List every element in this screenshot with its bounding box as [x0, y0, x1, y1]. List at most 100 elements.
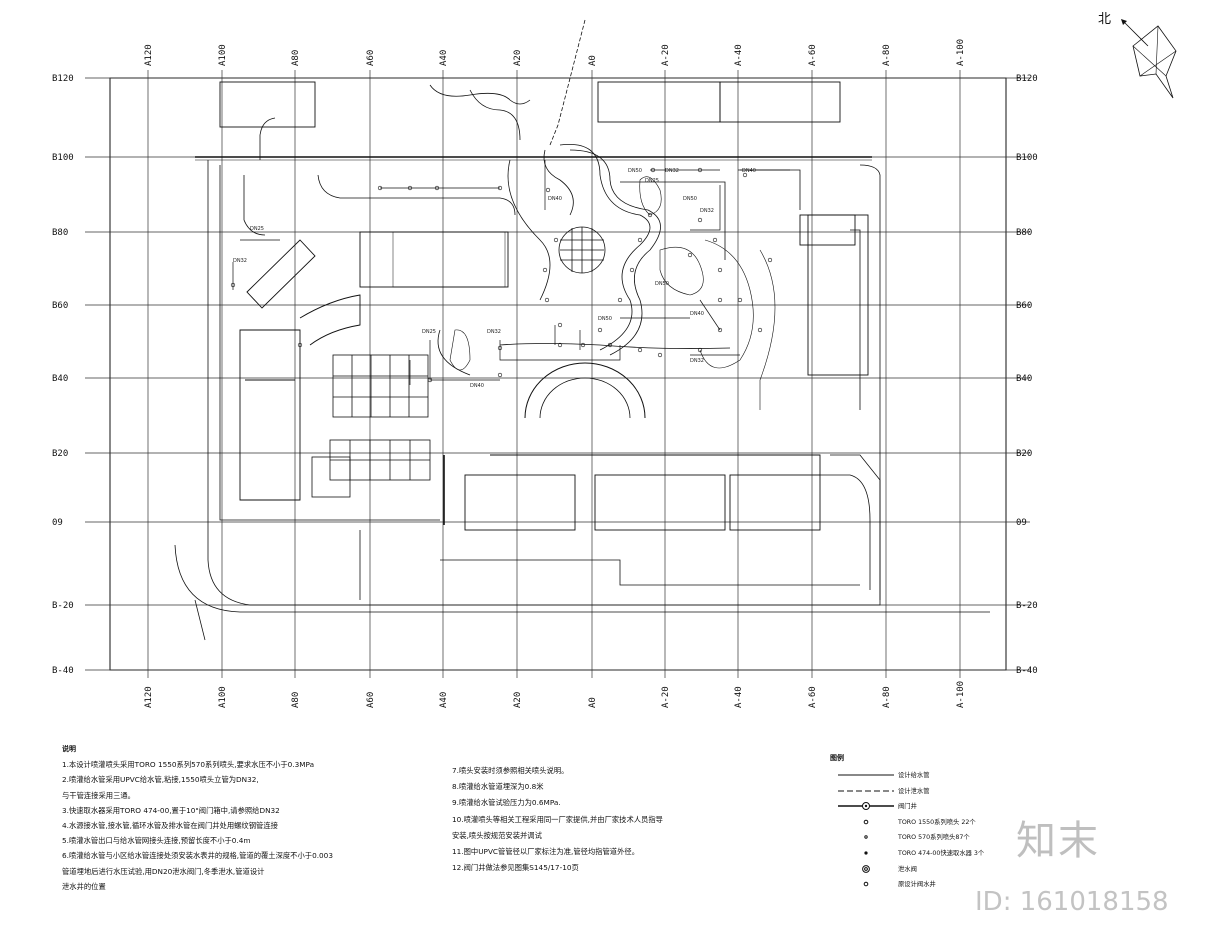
sprinkler-head-mark [717, 267, 723, 273]
axis-label-top: A120 [144, 44, 154, 66]
pipe-size-label: DN32 [690, 358, 704, 364]
legend-row: TORO 570系列喷头87个 [830, 829, 1000, 845]
sprinkler-head-mark [427, 377, 433, 383]
design-notes-col1: 说明 1.本设计喷灌喷头采用TORO 1550系列570系列喷头,要求水压不小于… [62, 742, 442, 894]
sprinkler-head-mark [717, 297, 723, 303]
axis-label-top: A-100 [956, 39, 966, 66]
watermark-id: ID: 161018158 [975, 887, 1169, 917]
note-line: 9.喷灌给水管试验压力为0.6MPa. [452, 798, 561, 808]
sprinkler-head-mark [580, 342, 586, 348]
sprinkler-head-mark [617, 297, 623, 303]
note-line: 10.喷灌喷头等相关工程采用同一厂家提供,并由厂家技术人员指导 [452, 814, 663, 824]
axis-label-top: A60 [366, 50, 376, 66]
note-line: 5.喷灌水管出口与给水管网接头连接,预留长度不小于0.4m [62, 836, 251, 846]
note-line: 6.喷灌给水管与小区给水管连接处须安装水表井的规格,管道的覆土深度不小于0.00… [62, 851, 333, 861]
notes-title: 说明 [62, 745, 76, 753]
axis-label-bottom: A-100 [956, 681, 966, 708]
note-line: 8.喷灌给水管道埋深为0.8米 [452, 782, 544, 792]
pipe-size-label: DN50 [628, 168, 642, 174]
note-line: 1.本设计喷灌喷头采用TORO 1550系列570系列喷头,要求水压不小于0.3… [62, 760, 315, 770]
sprinkler-heads [230, 167, 773, 383]
central-plaza [437, 143, 731, 419]
pipe-size-label: DN32 [665, 168, 679, 174]
sprinkler-head-mark [637, 237, 643, 243]
legend-label: 阀门井 [898, 803, 917, 811]
legend-label: TORO 570系列喷头87个 [898, 834, 970, 842]
axis-label-bottom: A20 [513, 692, 523, 708]
axis-label-bottom: A120 [144, 686, 154, 708]
sprinkler-head-mark [629, 267, 635, 273]
sprinkler-head-mark [377, 185, 383, 191]
axis-label-bottom: A100 [218, 686, 228, 708]
pipe-size-label: DN25 [422, 329, 436, 335]
sprinkler-head-mark [647, 212, 653, 218]
pipe-size-label: DN40 [690, 311, 704, 317]
sprinkler-head-mark [767, 257, 773, 263]
legend-label: TORO 1550系列喷头 22个 [898, 818, 976, 826]
pipe-size-label: DN32 [487, 329, 501, 335]
irrigation-pipes [232, 160, 790, 385]
axis-label-top: A80 [291, 50, 301, 66]
sprinkler-head-mark [742, 172, 748, 178]
legend-row: 泄水阀 [830, 861, 1000, 877]
note-line: 3.快速取水器采用TORO 474-00,置于10"阀门箱中,请参照给DN32 [62, 805, 280, 815]
axis-label-right: B80 [1016, 228, 1032, 238]
axis-label-left: 09 [52, 518, 63, 528]
legend-label: 设计泄水管 [898, 787, 930, 795]
sprinkler-head-mark [542, 267, 548, 273]
axis-label-right: B40 [1016, 374, 1032, 384]
toro-570-head-symbol [864, 835, 868, 840]
axis-label-bottom: A-80 [882, 686, 892, 708]
axis-label-bottom: A60 [366, 692, 376, 708]
axis-label-left: B40 [52, 374, 68, 384]
sprinkler-head-mark [544, 297, 550, 303]
axis-label-left: B80 [52, 228, 68, 238]
sprinkler-head-mark [687, 252, 693, 258]
note-line: 2.喷灌给水管采用UPVC给水管,粘接,1550喷头立管为DN32, [62, 775, 259, 785]
pipe-size-label: DN40 [742, 168, 756, 174]
axis-label-left: B100 [52, 153, 74, 163]
axis-label-bottom: A0 [588, 697, 598, 708]
axis-label-bottom: A40 [439, 692, 449, 708]
toro-1550-head-symbol [863, 819, 869, 825]
axis-label-bottom: A-20 [661, 686, 671, 708]
sprinkler-head-mark [497, 185, 503, 191]
legend-row: 阀门井 [830, 798, 1000, 814]
sprinkler-head-mark [757, 327, 763, 333]
note-line: 7.喷头安装时须参照相关喷头说明。 [452, 766, 569, 775]
sprinkler-head-mark [637, 347, 643, 353]
legend-label: 设计给水管 [898, 772, 930, 779]
legend-row: TORO 474-00快速取水器 3个 [830, 845, 1000, 861]
sprinkler-head-mark [712, 237, 718, 243]
note-line: 与干管连接采用三通。 [62, 790, 135, 800]
sprinkler-head-mark [597, 327, 603, 333]
pipe-size-label: DN40 [548, 196, 562, 202]
sprinkler-head-mark [557, 322, 563, 328]
sprinkler-head-mark [737, 297, 743, 303]
axis-label-top: A0 [588, 55, 598, 66]
axis-label-top: A100 [218, 44, 228, 66]
site-roads [174, 84, 990, 641]
axis-label-left: B60 [52, 301, 68, 311]
legend-row: TORO 1550系列喷头 22个 [830, 814, 1000, 830]
sprinkler-head-mark [497, 345, 503, 351]
pipe-size-label: DN40 [470, 383, 484, 389]
legend-label: 泄水阀 [898, 865, 917, 873]
north-arrow-label: 北 [1098, 12, 1112, 27]
buildings [219, 81, 869, 531]
axis-label-top: A-40 [734, 44, 744, 66]
diagonal-building [246, 239, 361, 346]
main-supply-line [549, 19, 586, 146]
sprinkler-head-mark [697, 217, 703, 223]
axis-label-bottom: A-60 [808, 686, 818, 708]
legend-row: 原设计阀水井 [830, 876, 1000, 892]
sprinkler-head-mark [407, 185, 413, 191]
sprinkler-head-mark [650, 167, 656, 173]
sprinkler-head-mark [553, 237, 559, 243]
axis-label-right: B120 [1016, 74, 1038, 84]
note-line: 泄水井的位置 [62, 881, 106, 891]
axis-label-right: 09 [1016, 518, 1027, 528]
